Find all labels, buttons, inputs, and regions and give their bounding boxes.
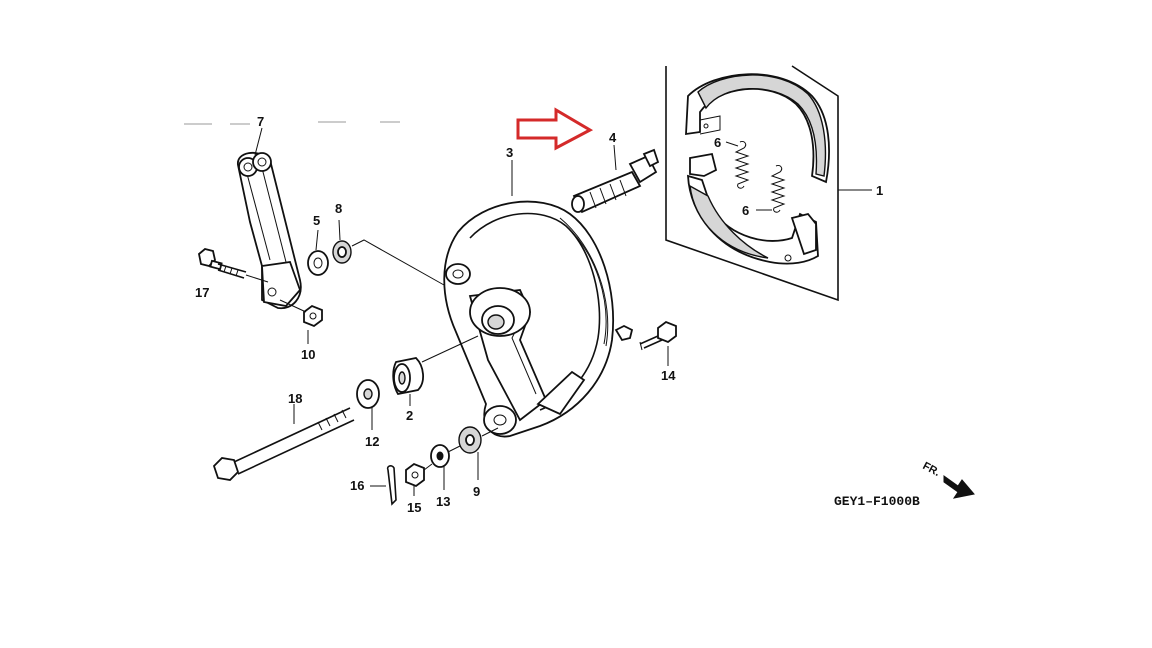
- bolt-17-part: [198, 248, 269, 283]
- washer-9-part: [458, 426, 499, 480]
- nut-10-part: [303, 304, 323, 344]
- part-label-18: 18: [288, 391, 302, 406]
- part-label-9: 9: [473, 484, 480, 499]
- collar-2-part: [392, 335, 479, 406]
- axle-bolt-18-part: [212, 404, 355, 481]
- part-label-4: 4: [609, 130, 617, 145]
- cotter-pin-16-part: [370, 465, 397, 506]
- diagram-code: GEY1–F1000B: [834, 494, 920, 509]
- washer-13-part: [430, 444, 461, 490]
- highlight-arrow: [516, 107, 594, 151]
- part-label-3: 3: [506, 145, 513, 160]
- washer-5-part: [307, 229, 329, 276]
- part-label-14: 14: [661, 368, 676, 383]
- brake-shoes-box: [665, 65, 872, 302]
- brake-panel-part: [443, 200, 634, 438]
- brake-arm-part: [237, 151, 302, 310]
- scan-artifacts: [184, 121, 400, 125]
- part-label-13: 13: [436, 494, 450, 509]
- part-label-15: 15: [407, 500, 421, 515]
- nut-15-part: [405, 462, 433, 496]
- part-label-2: 2: [406, 408, 413, 423]
- front-direction-arrow-icon: [943, 475, 975, 499]
- part-label-1: 1: [876, 183, 883, 198]
- part-label-5: 5: [313, 213, 320, 228]
- front-direction-label: FR.: [921, 460, 942, 479]
- part-label-6b: 6: [742, 203, 749, 218]
- part-label-8: 8: [335, 201, 342, 216]
- part-label-17: 17: [195, 285, 209, 300]
- washer-8-part: [332, 219, 445, 286]
- brake-cam-part: [571, 144, 660, 214]
- washer-12-part: [356, 379, 380, 430]
- front-direction-indicator: FR.: [921, 460, 975, 499]
- bolt-14-part: [639, 320, 677, 366]
- part-label-16: 16: [350, 478, 364, 493]
- part-label-10: 10: [301, 347, 315, 362]
- part-label-7: 7: [257, 114, 264, 129]
- part-number-labels: 1 2 3 4 5 6 6 7 8 9 10 12 13 14 15 16 17…: [195, 114, 883, 515]
- part-label-12: 12: [365, 434, 379, 449]
- part-label-6a: 6: [714, 135, 721, 150]
